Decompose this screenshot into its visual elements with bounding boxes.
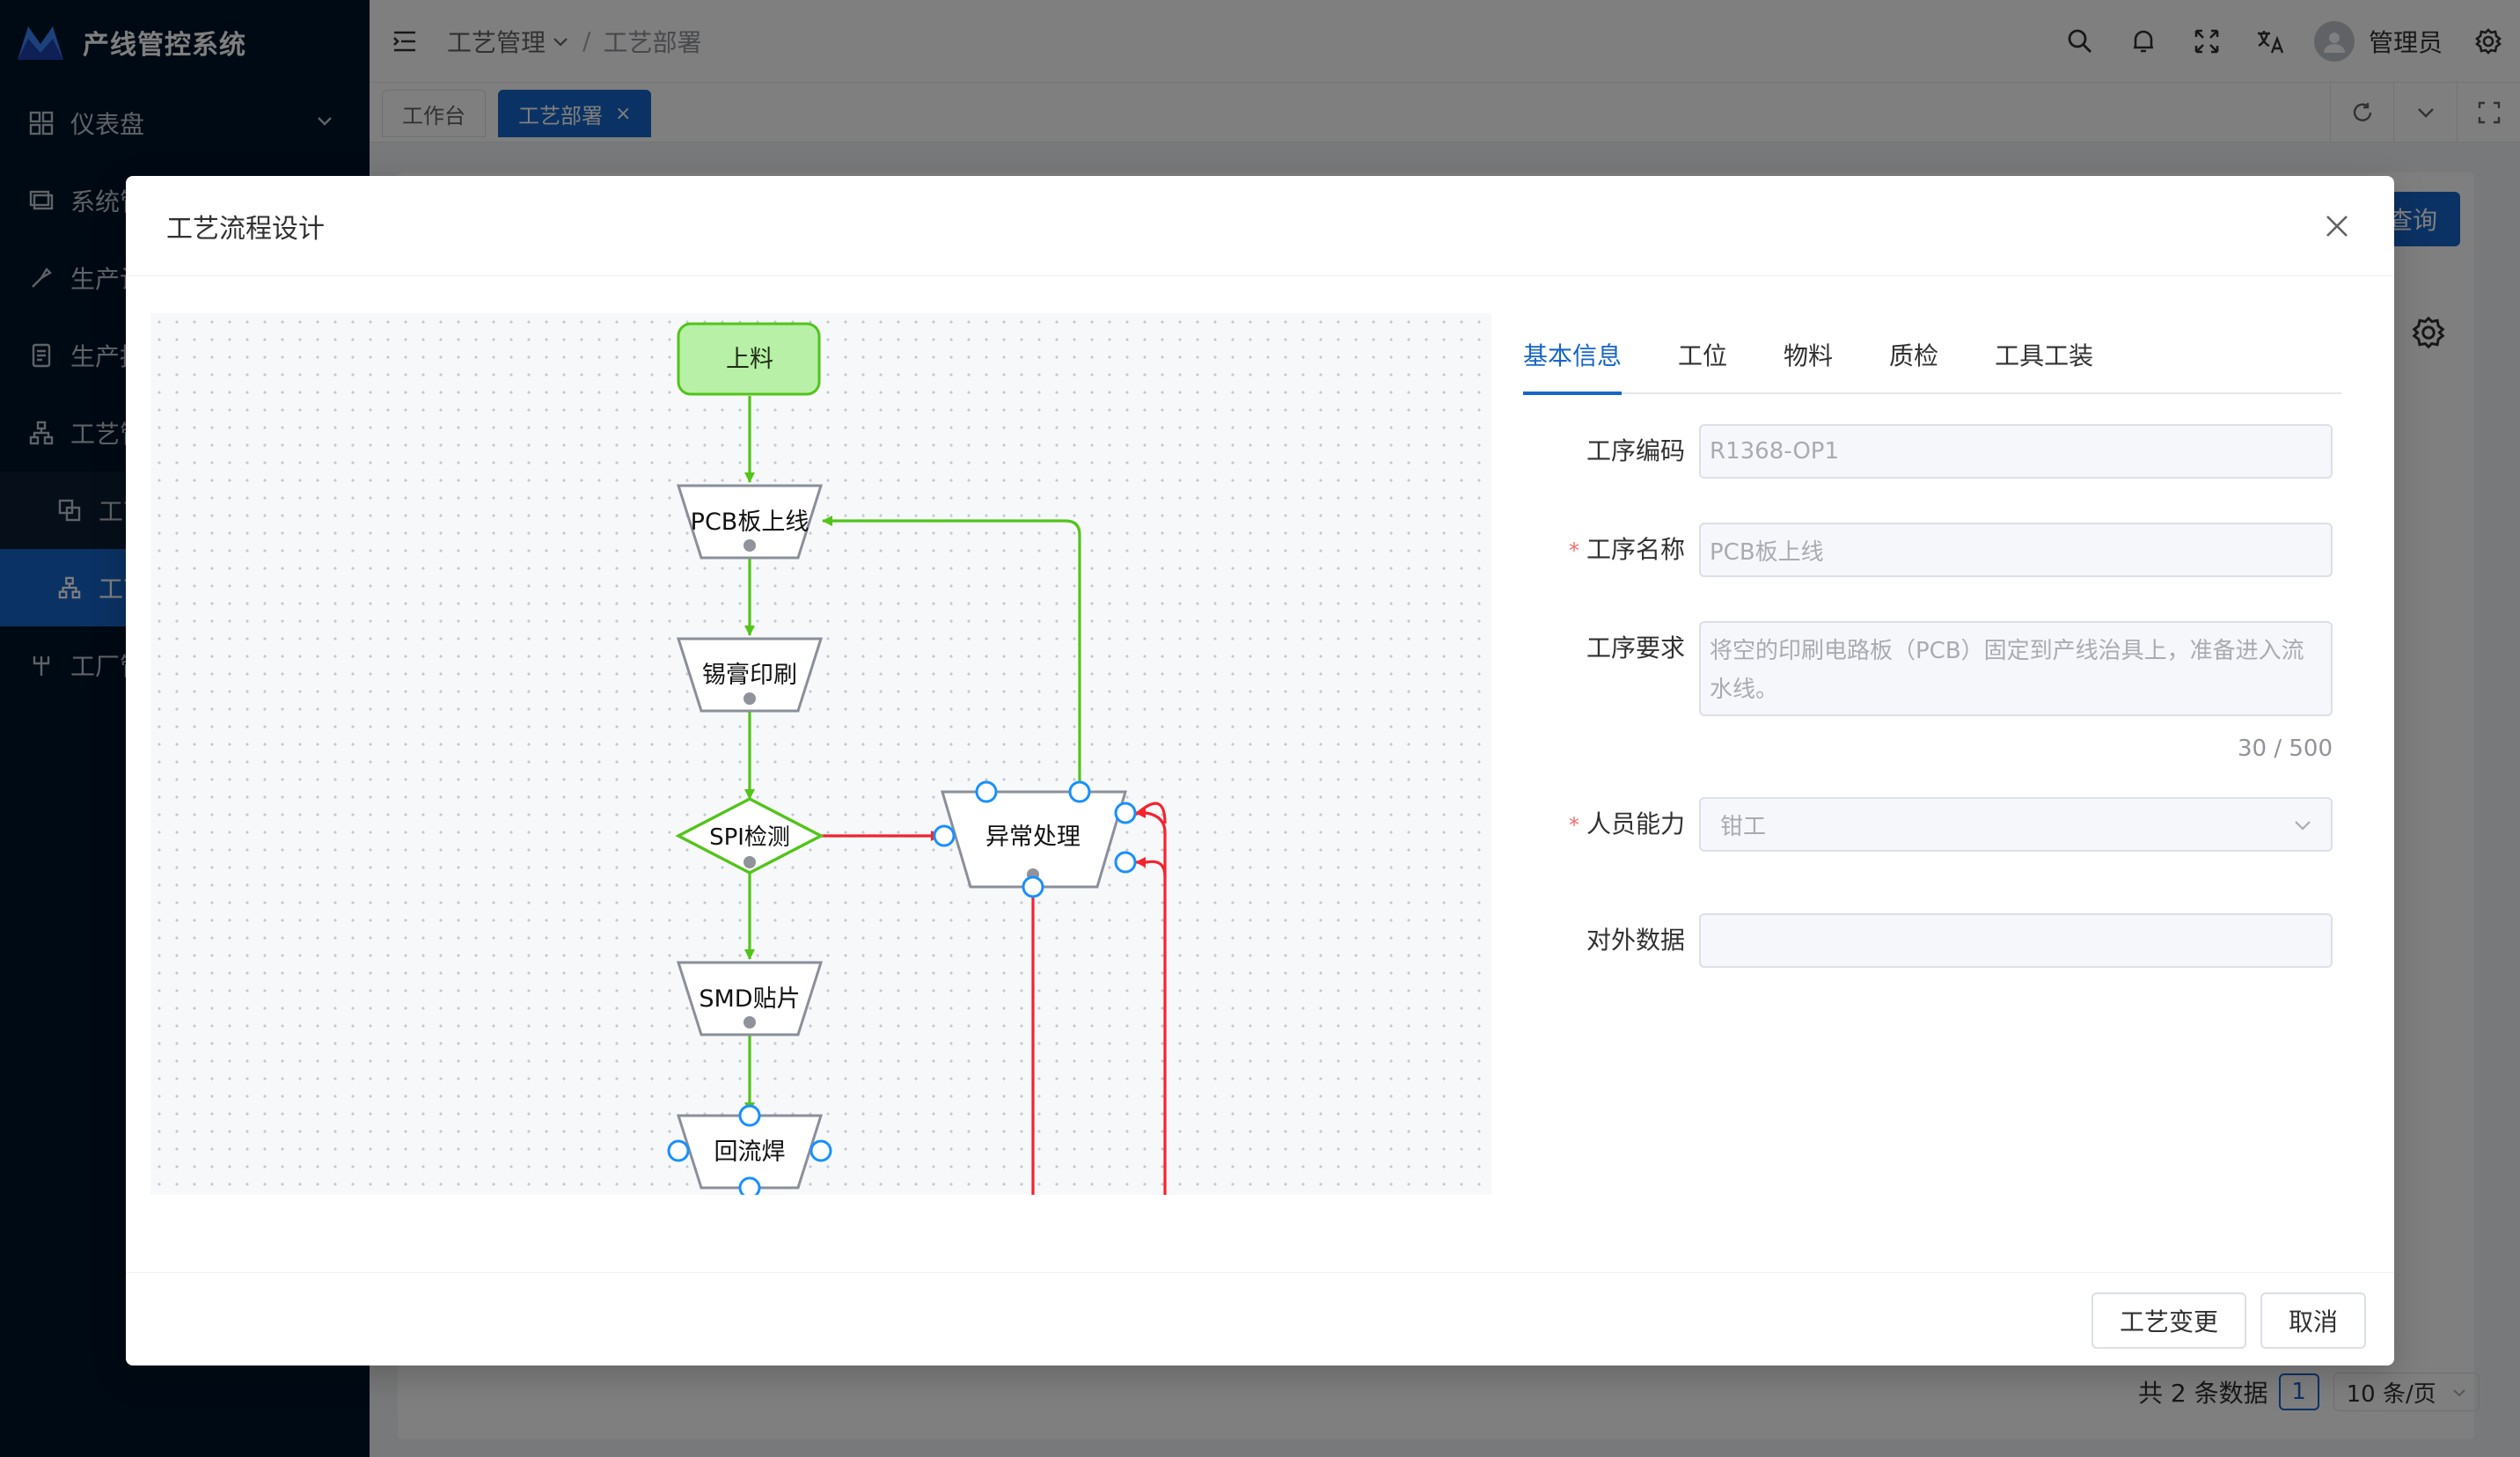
flow-node-label: SMD贴片 xyxy=(699,985,800,1013)
flow-node-start[interactable]: 上料 xyxy=(677,322,821,396)
flow-anchor[interactable] xyxy=(1114,851,1137,874)
flow-edges-exception xyxy=(819,802,1167,1195)
flow-node-label: PCB板上线 xyxy=(691,509,809,536)
properties-tabs: 基本信息 工位 物料 质检 工具工装 xyxy=(1523,316,2341,395)
required-mark: * xyxy=(1568,538,1579,563)
code-label: 工序编码 xyxy=(1586,436,1685,465)
cancel-button[interactable]: 取消 xyxy=(2260,1292,2366,1349)
form-row-requirement: 工序要求 将空的印刷电路板（PCB）固定到产线治具上，准备进入流水线。 30 /… xyxy=(1523,621,2341,762)
chevron-down-icon xyxy=(2295,821,2311,831)
name-label-text: 工序名称 xyxy=(1586,535,1685,564)
flow-canvas[interactable]: 上料 PCB板上线 锡膏印刷 SPI检测 xyxy=(150,313,1491,1195)
flow-anchor[interactable] xyxy=(1022,875,1044,898)
flow-edge[interactable] xyxy=(1134,802,1167,824)
name-field[interactable]: PCB板上线 xyxy=(1699,523,2333,577)
requirement-value: 将空的印刷电路板（PCB）固定到产线治具上，准备进入流水线。 xyxy=(1710,638,2304,703)
skill-select[interactable]: 钳工 xyxy=(1699,797,2333,852)
required-mark: * xyxy=(1568,813,1579,838)
flow-anchor[interactable] xyxy=(738,1104,761,1127)
flow-anchor[interactable] xyxy=(933,824,956,847)
process-change-button[interactable]: 工艺变更 xyxy=(2091,1292,2246,1349)
flow-node-pcb[interactable]: PCB板上线 xyxy=(676,484,824,560)
name-value: PCB板上线 xyxy=(1710,538,1824,566)
flow-node-label: 上料 xyxy=(726,346,773,373)
dialog-title: 工艺流程设计 xyxy=(166,213,325,245)
flow-diagram: 上料 PCB板上线 锡膏印刷 SPI检测 xyxy=(667,322,1167,1195)
dialog-header: 工艺流程设计 xyxy=(126,176,2394,276)
flow-edge[interactable] xyxy=(822,516,1081,792)
flow-node-spi[interactable]: SPI检测 xyxy=(675,797,824,875)
flow-node-label: SPI检测 xyxy=(709,824,790,851)
skill-value: 钳工 xyxy=(1720,813,1767,840)
form-row-external: 对外数据 xyxy=(1523,913,2341,968)
flow-node-label: 回流焊 xyxy=(714,1139,786,1166)
flow-edge[interactable] xyxy=(1135,857,1167,877)
external-field[interactable] xyxy=(1699,913,2333,968)
flow-node-exception[interactable]: 异常处理 xyxy=(933,780,1137,898)
dialog-footer: 工艺变更 取消 xyxy=(126,1272,2394,1365)
flow-node-label: 异常处理 xyxy=(985,824,1081,851)
flow-port[interactable] xyxy=(744,692,756,705)
flow-port[interactable] xyxy=(744,1016,756,1029)
tab-material[interactable]: 物料 xyxy=(1784,341,1834,370)
flow-anchor[interactable] xyxy=(809,1139,832,1162)
tab-inspection[interactable]: 质检 xyxy=(1889,341,1939,370)
flow-node-label: 锡膏印刷 xyxy=(702,662,797,689)
form-row-code: 工序编码 R1368-OP1 xyxy=(1523,424,2341,479)
process-design-dialog: 工艺流程设计 xyxy=(126,176,2394,1365)
flow-anchor[interactable] xyxy=(738,1176,761,1195)
skill-label-text: 人员能力 xyxy=(1586,809,1685,838)
form-row-name: * 工序名称 PCB板上线 xyxy=(1523,523,2341,578)
process-change-label: 工艺变更 xyxy=(2119,1307,2218,1336)
tab-station[interactable]: 工位 xyxy=(1678,341,1728,370)
flow-node-reflow[interactable]: 回流焊 xyxy=(667,1104,832,1195)
external-label: 对外数据 xyxy=(1586,926,1685,955)
node-properties-panel: 基本信息 工位 物料 质检 工具工装 工序编码 R1368-OP1 * 工序名称 … xyxy=(1523,316,2341,968)
requirement-label: 工序要求 xyxy=(1586,633,1685,663)
flow-edges-main xyxy=(744,396,1081,1113)
tab-basic-info[interactable]: 基本信息 xyxy=(1523,316,1623,395)
skill-label: * 人员能力 xyxy=(1523,797,1699,853)
flow-anchor[interactable] xyxy=(667,1139,690,1162)
flow-anchor[interactable] xyxy=(975,780,998,803)
close-icon[interactable] xyxy=(2322,211,2352,241)
char-count: 30 / 500 xyxy=(2238,736,2333,762)
flow-port[interactable] xyxy=(744,856,756,868)
flow-node-smd[interactable]: SMD贴片 xyxy=(676,961,824,1036)
flow-anchor[interactable] xyxy=(1114,802,1137,824)
flow-port[interactable] xyxy=(744,539,756,552)
requirement-textarea[interactable]: 将空的印刷电路板（PCB）固定到产线治具上，准备进入流水线。 xyxy=(1699,621,2333,716)
name-label: * 工序名称 xyxy=(1523,523,1699,578)
flow-anchor[interactable] xyxy=(1068,780,1091,803)
code-value: R1368-OP1 xyxy=(1710,438,1840,465)
flow-node-print[interactable]: 锡膏印刷 xyxy=(676,637,824,713)
form-row-skill: * 人员能力 钳工 xyxy=(1523,797,2341,853)
code-field[interactable]: R1368-OP1 xyxy=(1699,424,2333,479)
flow-edge[interactable] xyxy=(1135,808,1167,1195)
tab-tooling[interactable]: 工具工装 xyxy=(1995,341,2094,370)
cancel-label: 取消 xyxy=(2288,1307,2338,1336)
